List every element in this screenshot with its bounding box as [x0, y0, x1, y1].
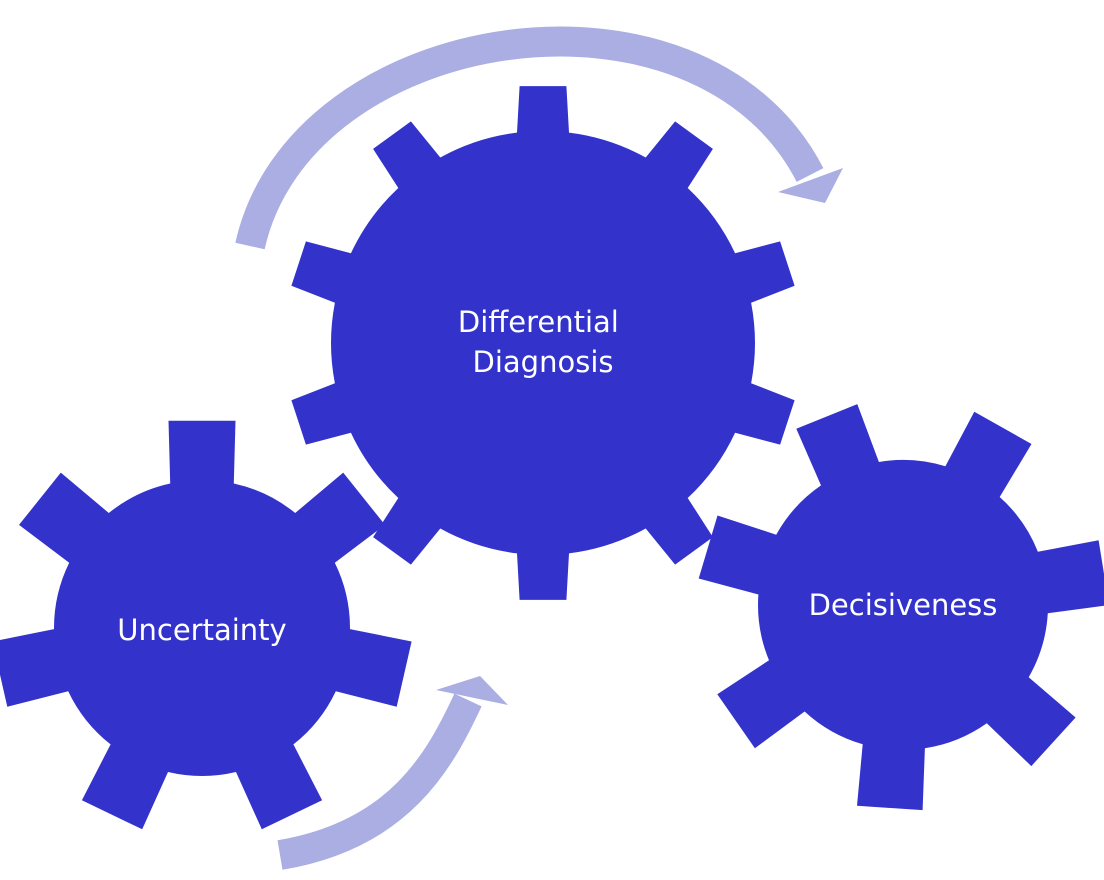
cycle-arrow-bottom	[277, 693, 482, 870]
gear-label-decisiveness: Decisiveness	[809, 588, 998, 622]
cycle-arrow-top	[235, 26, 824, 250]
gear-label-uncertainty-line: Uncertainty	[117, 613, 286, 647]
cycle-arrow-top-head	[778, 168, 843, 203]
gear-label-uncertainty: Uncertainty	[117, 613, 286, 647]
gear-label-differential-line-2: Diagnosis	[473, 345, 614, 379]
gear-uncertainty	[0, 420, 412, 830]
gear-label-decisiveness-line: Decisiveness	[809, 588, 998, 622]
gear-label-differential-diagnosis: Differential Diagnosis	[458, 305, 628, 379]
cycle-arrow-bottom-head	[436, 676, 508, 705]
gear-decisiveness	[698, 404, 1104, 811]
gear-differential-diagnosis	[291, 86, 795, 600]
gear-label-differential-line-1: Differential	[458, 305, 619, 339]
